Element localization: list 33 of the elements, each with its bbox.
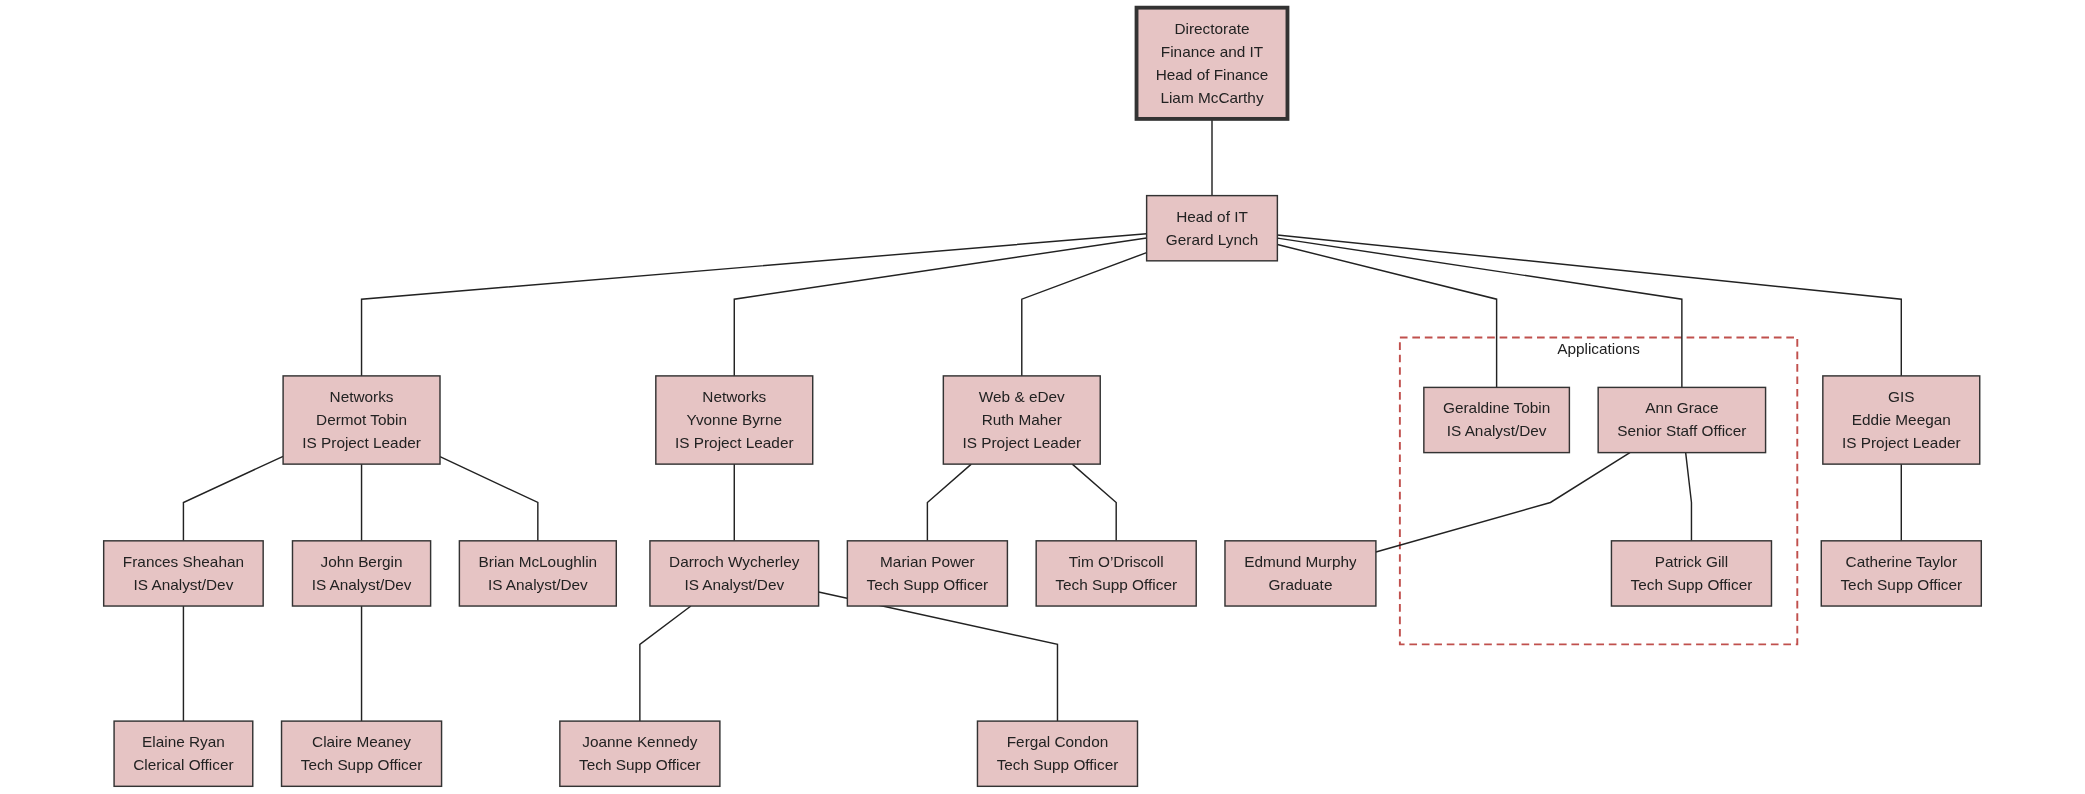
node-box: John Bergin IS Analyst/Dev <box>291 540 432 607</box>
connector <box>1375 451 1631 553</box>
connector <box>360 605 363 722</box>
connector <box>182 605 185 722</box>
node-box: GIS Eddie Meegan IS Project Leader <box>1822 375 1981 465</box>
node-box: Patrick Gill Tech Supp Officer <box>1610 540 1773 607</box>
connector <box>182 455 284 542</box>
node-box: Ann Grace Senior Staff Officer <box>1597 386 1767 454</box>
connector <box>1900 463 1902 542</box>
node-box: Marian Power Tech Supp Officer <box>846 540 1009 607</box>
node-box: Elaine Ryan Clerical Officer <box>113 720 254 788</box>
connector <box>733 463 735 542</box>
node-box: Catherine Taylor Tech Supp Officer <box>1820 540 1982 607</box>
node-box: Web & eDev Ruth Maher IS Project Leader <box>942 375 1101 465</box>
connector <box>639 605 692 722</box>
node-box: Edmund Murphy Graduate <box>1224 540 1377 607</box>
node-box: Darroch Wycherley IS Analyst/Dev <box>649 540 820 607</box>
node-box: Frances Sheahan IS Analyst/Dev <box>102 540 264 607</box>
node-box: Networks Yvonne Byrne IS Project Leader <box>655 375 814 465</box>
node-box: Head of IT Gerard Lynch <box>1145 194 1279 262</box>
connector <box>926 463 972 542</box>
node-box: Tim O’Driscoll Tech Supp Officer <box>1035 540 1197 607</box>
node-box: Networks Dermot Tobin IS Project Leader <box>282 375 441 465</box>
node-box: Brian McLoughlin IS Analyst/Dev <box>458 540 617 607</box>
node-box: Geraldine Tobin IS Analyst/Dev <box>1423 386 1571 454</box>
connector <box>1071 463 1117 542</box>
node-box: Joanne Kennedy Tech Supp Officer <box>559 720 721 788</box>
node-box: Directorate Finance and IT Head of Finance Liam McCarthy <box>1134 5 1290 121</box>
node-box: Claire Meaney Tech Supp Officer <box>280 720 443 788</box>
node-box: Fergal Condon Tech Supp Officer <box>976 720 1139 788</box>
connector <box>1684 451 1693 542</box>
connector <box>360 463 363 542</box>
connector <box>1211 118 1213 197</box>
